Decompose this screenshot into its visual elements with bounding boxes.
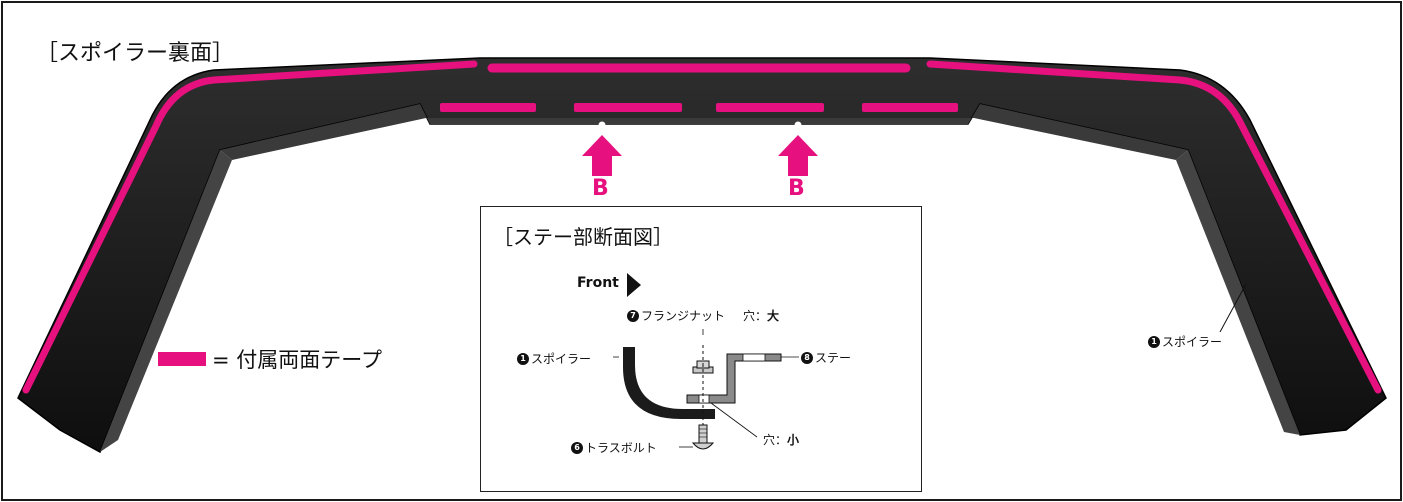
tape-bottom-3 <box>716 103 824 112</box>
tape-right-outer <box>926 60 1382 394</box>
arrow-up-left <box>582 135 622 176</box>
spoiler-inner-wall <box>220 104 1188 160</box>
part-name: ステー <box>815 351 852 365</box>
part-number-badge: 7 <box>627 309 639 322</box>
part-name: トラスボルト <box>585 441 657 455</box>
spoiler-right-leg-shade <box>1176 150 1300 435</box>
part-name: スポイラー <box>1162 335 1223 349</box>
legend: = 付属両面テープ <box>158 344 382 374</box>
label-flange-nut: 7 フランジナット <box>627 307 725 324</box>
tape-bottom-1 <box>440 103 536 112</box>
mount-hole-right <box>794 121 802 129</box>
view-title: ［スポイラー裏面］ <box>36 41 235 66</box>
part-number-badge: 6 <box>571 441 583 454</box>
cross-section-svg <box>613 273 799 450</box>
front-label: Front <box>577 275 619 291</box>
leader-right-spoiler <box>1219 283 1247 333</box>
legend-tape-swatch <box>158 352 206 366</box>
arrow-label-b-right: B <box>788 176 805 201</box>
tape-bottom-2 <box>574 103 682 112</box>
part-number-badge: 1 <box>1148 335 1160 348</box>
cross-section-detail: ［ステー部断面図］ Front <box>480 206 922 492</box>
hole-large <box>742 353 766 362</box>
part-number-badge: 8 <box>801 351 813 364</box>
tape-left-outer <box>22 60 478 394</box>
arrow-label-b-left: B <box>592 176 609 201</box>
part-name: フランジナット <box>641 309 726 323</box>
front-arrow-icon <box>627 273 641 297</box>
label-spoiler: 1 スポイラー <box>517 350 591 367</box>
leader-lines <box>613 329 799 448</box>
tape-strips <box>22 60 1382 394</box>
arrow-up-right <box>778 135 818 176</box>
legend-text: = 付属両面テープ <box>212 348 383 372</box>
detail-title: ［ステー部断面図］ <box>493 225 673 249</box>
right-spoiler-label: 1 スポイラー <box>1148 333 1222 350</box>
label-hole-large: 穴：大 <box>743 309 780 323</box>
spoiler-left-leg-shade <box>100 150 232 452</box>
tape-bottom-strips <box>440 103 958 112</box>
hole-small <box>698 394 710 404</box>
part-number-badge: 1 <box>517 352 529 365</box>
label-truss-bolt: 6 トラスボルト <box>571 439 657 456</box>
label-stay: 8 ステー <box>801 349 851 366</box>
spoiler-section <box>623 347 715 419</box>
mount-hole-left <box>598 121 606 129</box>
part-name: スポイラー <box>531 352 592 366</box>
tape-bottom-4 <box>862 103 958 112</box>
label-hole-small: 穴：小 <box>763 433 800 447</box>
truss-bolt-icon <box>691 424 715 450</box>
